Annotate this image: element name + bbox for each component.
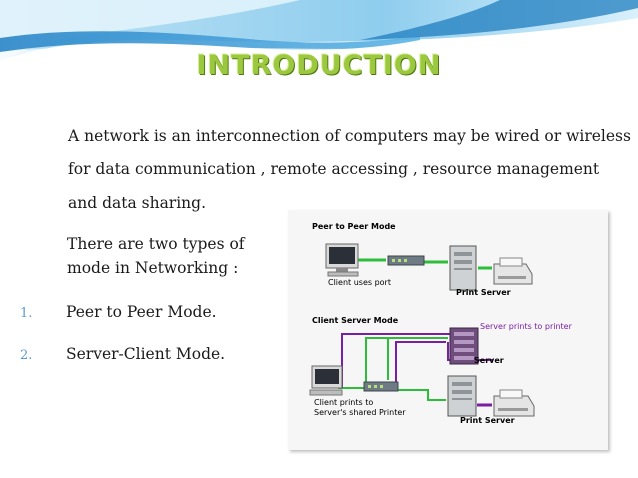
client-server-mode-heading: Client Server Mode — [312, 316, 399, 325]
types-text-line-1: There are two types of — [67, 235, 245, 253]
intro-text-line-1: A network is an interconnection of compu… — [68, 127, 631, 145]
diagram-graphics — [309, 243, 535, 417]
list-item-number: 2. — [20, 348, 33, 363]
network-switch-icon — [387, 255, 425, 266]
slide-title: INTRODUCTION — [196, 50, 442, 81]
list-item-text: Server-Client Mode. — [66, 345, 226, 363]
cs-cable-green — [338, 337, 448, 389]
cs-cable-green-3 — [392, 389, 446, 401]
peer-mode-heading: Peer to Peer Mode — [312, 222, 396, 231]
intro-text-line-2: for data communication , remote accessin… — [68, 160, 600, 178]
client-prints-label-2: Server's shared Printer — [314, 408, 406, 417]
server-rack-icon — [449, 327, 479, 365]
server-label: Server — [474, 356, 504, 365]
print-server-tower-icon — [449, 245, 477, 291]
printer-icon — [493, 257, 533, 285]
client-prints-label-1: Client prints to — [314, 398, 374, 407]
list-item-text: Peer to Peer Mode. — [66, 303, 217, 321]
print-server-label-bottom: Print Server — [460, 416, 515, 425]
client-uses-port-label: Client uses port — [328, 278, 391, 287]
client-computer-icon — [309, 365, 343, 396]
cs-cable-purple-3 — [395, 341, 446, 388]
list-item: 1. Peer to Peer Mode. — [20, 303, 217, 321]
network-modes-diagram: Peer to Peer Mode Client uses port Print… — [288, 210, 608, 450]
header-swoosh-banner — [0, 0, 638, 80]
types-text-line-2: mode in Networking : — [67, 259, 239, 277]
client-computer-icon — [325, 243, 359, 277]
print-server-label-top: Print Server — [456, 288, 511, 297]
print-server-tower-icon — [447, 375, 477, 417]
printer-icon — [493, 389, 535, 417]
list-item-number: 1. — [20, 306, 33, 321]
network-switch-icon — [363, 381, 399, 392]
intro-text-line-3: and data sharing. — [68, 194, 207, 212]
list-item: 2. Server-Client Mode. — [20, 345, 225, 363]
server-prints-label: Server prints to printer — [480, 322, 572, 331]
